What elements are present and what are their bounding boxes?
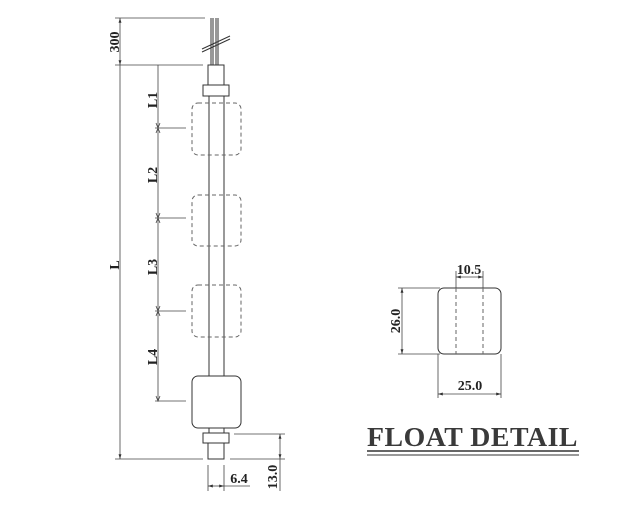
cable-wires — [201, 18, 231, 65]
svg-text:13.0: 13.0 — [266, 465, 281, 490]
total-length-dimension: L — [108, 65, 285, 460]
cable-length-dimension: 300 — [108, 17, 205, 66]
svg-text:300: 300 — [108, 32, 123, 53]
float-position-1 — [191, 102, 242, 156]
svg-text:26.0: 26.0 — [389, 309, 404, 334]
svg-text:L4: L4 — [146, 349, 161, 365]
svg-text:L: L — [108, 260, 123, 269]
float-detail-title: FLOAT DETAIL — [367, 422, 578, 452]
thread-stub — [207, 442, 225, 460]
svg-text:10.5: 10.5 — [457, 263, 482, 278]
float-detail: 10.5 26.0 25.0 FLOAT DETAIL — [367, 263, 579, 456]
bottom-collar — [202, 432, 230, 444]
svg-text:L2: L2 — [146, 167, 161, 183]
thread-diameter-dimension: 6.4 — [207, 465, 250, 491]
svg-text:6.4: 6.4 — [230, 472, 248, 487]
float-position-2 — [191, 194, 242, 247]
float-solid — [191, 375, 242, 429]
float-position-3 — [191, 284, 242, 338]
svg-text:25.0: 25.0 — [458, 379, 483, 394]
svg-text:L1: L1 — [146, 92, 161, 108]
switch-point-dimensions: L1 L2 L3 L4 — [146, 65, 186, 403]
sensor-stem — [202, 64, 230, 460]
top-collar — [202, 84, 230, 97]
thread-length-dimension: 13.0 — [234, 433, 285, 491]
float-detail-body — [437, 287, 502, 355]
svg-text:L3: L3 — [146, 259, 161, 275]
